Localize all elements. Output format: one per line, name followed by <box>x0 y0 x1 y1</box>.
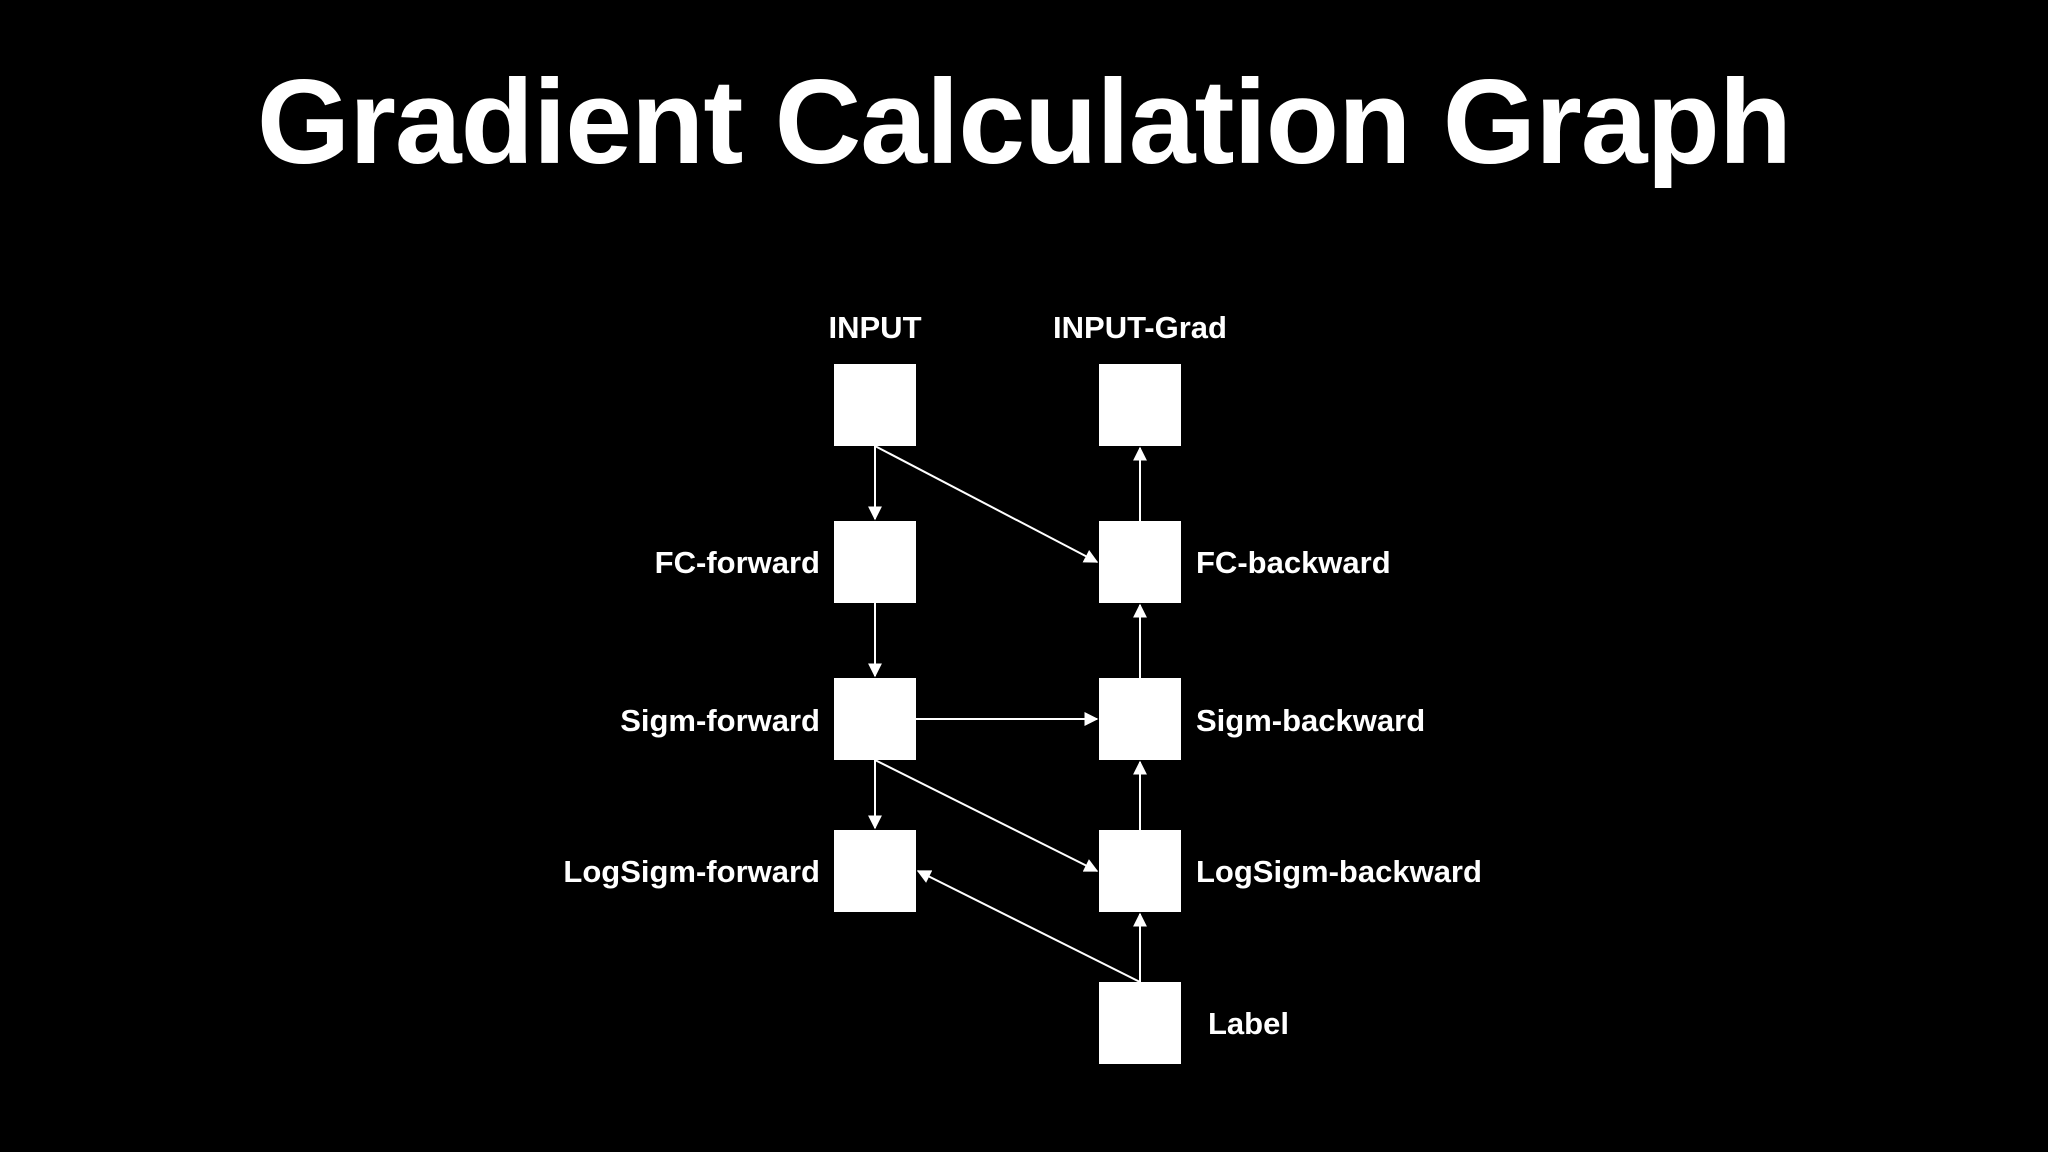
slide-title: Gradient Calculation Graph <box>256 55 1792 189</box>
node-sigm-forward <box>834 678 916 760</box>
node-input-grad <box>1099 364 1181 446</box>
node-label-sigm-backward: Sigm-backward <box>1196 703 1426 738</box>
node-label-logsigm-forward: LogSigm-forward <box>563 854 820 889</box>
node-input <box>834 364 916 446</box>
node-label-box <box>1099 982 1181 1064</box>
node-label-fc-backward: FC-backward <box>1196 545 1391 580</box>
node-fc-forward <box>834 521 916 603</box>
node-label-input-grad: INPUT-Grad <box>1053 310 1227 345</box>
node-fc-backward <box>1099 521 1181 603</box>
node-sigm-backward <box>1099 678 1181 760</box>
node-label-label: Label <box>1208 1006 1289 1041</box>
edge-sigm-forward-to-logsigm-backward <box>874 759 1099 872</box>
node-logsigm-backward <box>1099 830 1181 912</box>
node-label-fc-forward: FC-forward <box>654 545 820 580</box>
node-label-sigm-forward: Sigm-forward <box>620 703 820 738</box>
edge-input-to-fc-backward <box>874 445 1099 563</box>
edge-label-to-logsigm-forward <box>916 870 1141 983</box>
node-logsigm-forward <box>834 830 916 912</box>
node-label-logsigm-backward: LogSigm-backward <box>1196 854 1482 889</box>
node-label-input: INPUT <box>828 310 922 345</box>
